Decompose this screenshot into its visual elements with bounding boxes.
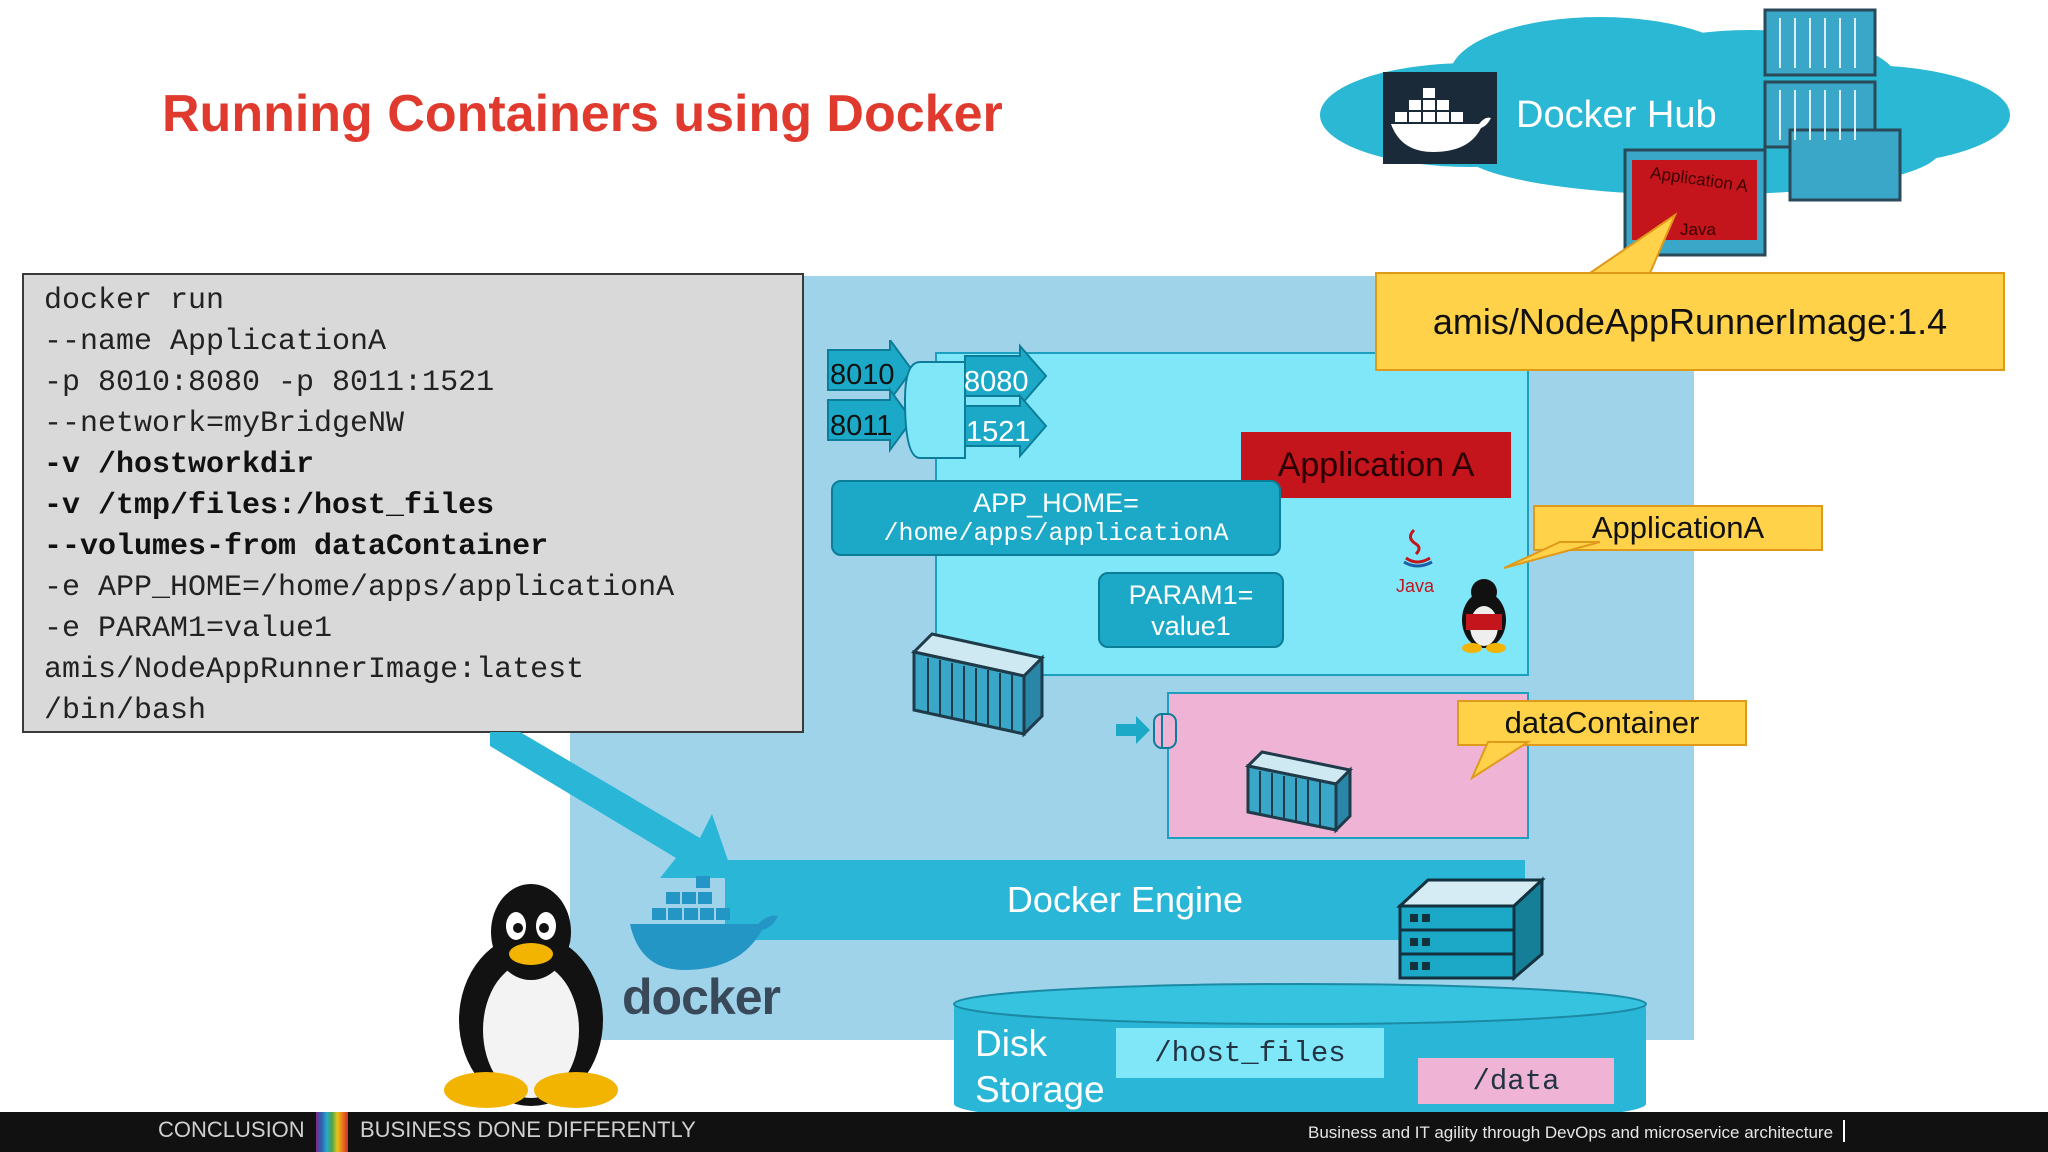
command-line: -v /tmp/files:/host_files (44, 489, 495, 523)
docker-logo-text: docker (622, 969, 781, 1025)
docker-engine-label: Docker Engine (1006, 879, 1244, 920)
container-port-label: 8080 (964, 366, 1029, 398)
image-callout-pointer (1586, 212, 1678, 274)
env-app-home-key: APP_HOME= (973, 488, 1139, 518)
env-param-value: value1 (1151, 611, 1231, 641)
data-container-callout-pointer (1470, 741, 1532, 780)
shipping-container-icon (1763, 8, 1902, 202)
docker-run-command: docker run --name ApplicationA -p 8010:8… (22, 273, 804, 733)
command-line: docker run (44, 284, 225, 318)
command-line: -e APP_HOME=/home/apps/applicationA (44, 571, 675, 605)
env-app-home-value: /home/apps/applicationA (883, 519, 1229, 548)
port-mapping-diagram (827, 340, 1048, 459)
host-port-label: 8011 (830, 410, 893, 442)
image-name-callout-text: amis/NodeAppRunnerImage:1.4 (1432, 300, 1948, 342)
footer-tagline: BUSINESS DONE DIFFERENTLY (360, 1117, 696, 1142)
application-callout: ApplicationA (1533, 505, 1823, 551)
host-files-mount: /host_files (1116, 1028, 1384, 1078)
tux-penguin-icon (444, 884, 618, 1108)
slide-title: Running Containers using Docker (162, 85, 1003, 143)
volume-connector-icon (1116, 713, 1177, 749)
command-arrow (490, 732, 734, 878)
java-label: Java (1396, 576, 1435, 596)
tux-penguin-icon (1462, 579, 1506, 653)
disk-label-line2: Storage (975, 1069, 1105, 1110)
disk-storage-label: Disk Storage (975, 1021, 1105, 1113)
shipping-container-icon (910, 632, 1046, 738)
application-name-label: Application A (1241, 432, 1511, 498)
footer-left-label: CONCLUSION (158, 1117, 305, 1142)
java-icon (1403, 528, 1433, 568)
footer-divider (1843, 1120, 1845, 1142)
command-line: --network=myBridgeNW (44, 407, 405, 441)
application-callout-pointer (1503, 541, 1601, 569)
application-container-image (1623, 148, 1767, 257)
env-param-box: PARAM1= value1 (1098, 572, 1284, 648)
docker-hub-cloud (1320, 8, 2010, 257)
command-line: /bin/bash (44, 694, 207, 728)
env-param-key: PARAM1= (1128, 580, 1254, 610)
footer-right-text: Business and IT agility through DevOps a… (1308, 1123, 1834, 1142)
shipping-container-icon (1244, 750, 1354, 834)
docker-hub-logo-icon (1383, 72, 1497, 164)
docker-hub-label: Docker Hub (1516, 94, 1717, 136)
data-container-callout-text: dataContainer (1504, 705, 1700, 740)
application-callout-text: ApplicationA (1591, 510, 1765, 545)
command-line: -p 8010:8080 -p 8011:1521 (44, 366, 495, 400)
image-name-callout: amis/NodeAppRunnerImage:1.4 (1375, 272, 2005, 371)
container-port-label: 1521 (966, 416, 1031, 448)
command-line: -e PARAM1=value1 (44, 612, 333, 646)
command-line: --volumes-from dataContainer (44, 530, 549, 564)
docker-whale-icon (630, 876, 778, 970)
command-line: -v /hostworkdir (44, 448, 315, 482)
host-port-label: 8010 (830, 359, 895, 391)
footer-color-bar (316, 1112, 348, 1152)
server-icon (1396, 876, 1546, 982)
env-app-home-box: APP_HOME= /home/apps/applicationA (831, 480, 1281, 556)
data-mount: /data (1418, 1058, 1614, 1104)
hub-java-label: Java (1680, 220, 1716, 239)
data-container-callout: dataContainer (1457, 700, 1747, 746)
command-line: amis/NodeAppRunnerImage:latest (44, 653, 585, 687)
command-line: --name ApplicationA (44, 325, 387, 359)
docker-engine-bar: Docker Engine (725, 860, 1525, 940)
disk-label-line1: Disk (975, 1023, 1047, 1064)
